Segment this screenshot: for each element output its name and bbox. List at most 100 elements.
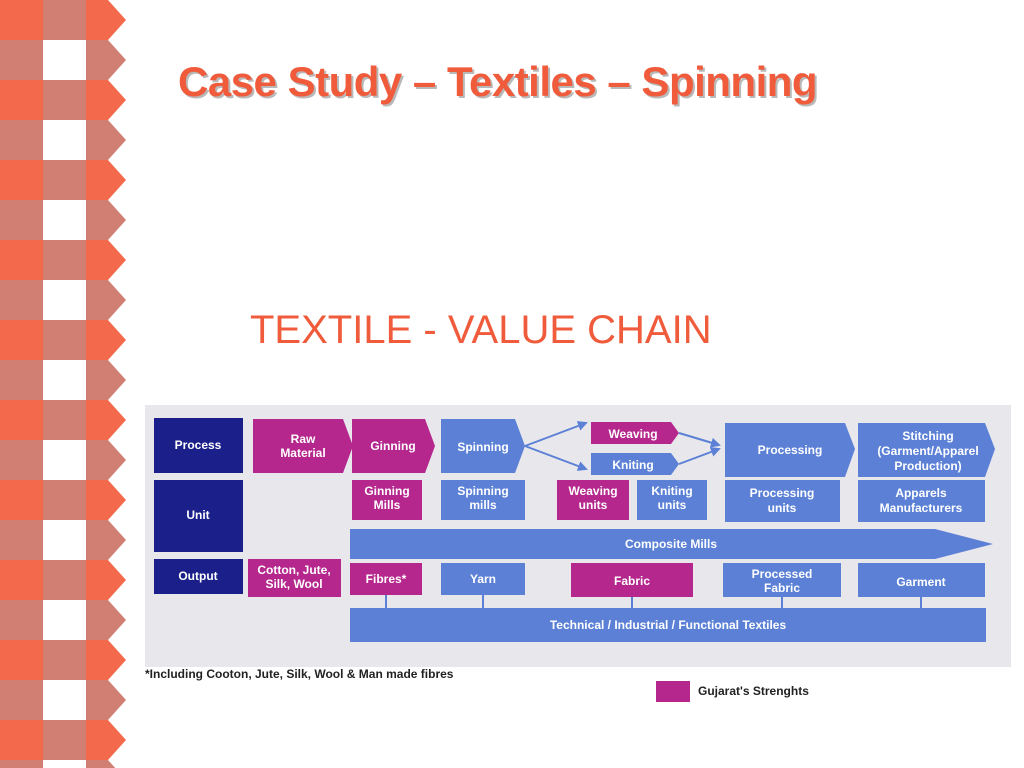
border-tile — [43, 440, 86, 480]
yarn-label: Yarn — [470, 572, 496, 586]
spinning-label: Spinning — [457, 440, 508, 454]
border-zigzag — [108, 400, 126, 440]
border-tile — [0, 160, 43, 200]
spinning-mills-unit — [441, 480, 525, 520]
border-tile — [0, 680, 43, 720]
border-zigzag — [108, 640, 126, 680]
border-tile — [0, 760, 43, 768]
raw-material-line-2: Material — [280, 446, 325, 460]
border-tile — [86, 200, 108, 240]
border-tile — [43, 600, 86, 640]
border-tile — [0, 40, 43, 80]
spinning-mills-line-2: mills — [469, 498, 497, 512]
ginning-process — [352, 419, 435, 473]
border-zigzag — [108, 200, 126, 240]
kniting-process — [591, 453, 679, 475]
border-tile — [43, 160, 86, 200]
ginning-mills-line-2: Mills — [374, 498, 401, 512]
border-tile — [86, 280, 108, 320]
weaving-units-unit — [557, 480, 629, 520]
unit-row-label — [154, 480, 243, 552]
legend-swatch — [656, 681, 690, 702]
border-tile — [86, 760, 108, 768]
apparels-unit — [858, 480, 985, 522]
border-tile — [86, 400, 108, 440]
ginning-mills-line-1: Ginning — [364, 484, 409, 498]
border-tile — [43, 520, 86, 560]
kniting-units-unit — [637, 480, 707, 520]
weaving-units-line-1: Weaving — [568, 484, 617, 498]
border-tile — [0, 320, 43, 360]
footnote: *Including Cooton, Jute, Silk, Wool & Ma… — [145, 667, 454, 681]
raw-output-line-1: Cotton, Jute, — [257, 563, 330, 577]
border-tile — [43, 40, 86, 80]
border-tile — [0, 520, 43, 560]
border-tile — [43, 680, 86, 720]
border-tile — [0, 400, 43, 440]
processing-process — [725, 423, 855, 477]
technical-textiles-bar — [350, 608, 986, 642]
border-tile — [43, 360, 86, 400]
border-tile — [86, 600, 108, 640]
output-row-label-text: Output — [178, 569, 217, 583]
garment-output — [858, 563, 985, 597]
border-tile — [43, 120, 86, 160]
border-zigzag — [108, 760, 116, 768]
weaving-process — [591, 422, 679, 444]
border-zigzag — [108, 120, 126, 160]
apparels-line-1: Apparels — [895, 486, 947, 500]
border-zigzag — [108, 440, 126, 480]
processed-fabric-line-2: Fabric — [764, 581, 800, 595]
weaving-label: Weaving — [608, 427, 657, 441]
border-zigzag — [108, 0, 126, 40]
processing-label: Processing — [758, 443, 823, 457]
border-tile — [0, 720, 43, 760]
kniting-units-line-1: Kniting — [651, 484, 692, 498]
border-tile — [43, 480, 86, 520]
border-tile — [0, 0, 43, 40]
raw-material-process — [253, 419, 353, 473]
border-tile — [86, 320, 108, 360]
slide-title: Case Study – Textiles – Spinning — [178, 58, 818, 105]
composite-mills-bar — [350, 529, 993, 559]
technical-textiles-label: Technical / Industrial / Functional Text… — [550, 618, 787, 632]
border-tile — [0, 120, 43, 160]
border-zigzag — [108, 320, 126, 360]
processing-units-line-2: units — [768, 501, 797, 515]
ginning-label: Ginning — [370, 439, 415, 453]
processed-fabric-line-1: Processed — [752, 567, 813, 581]
border-tile — [86, 720, 108, 760]
stitching-process — [858, 423, 995, 477]
spinning-mills-line-1: Spinning — [457, 484, 508, 498]
unit-row-label-text: Unit — [186, 508, 209, 522]
stitching-line-3: Production) — [894, 459, 961, 473]
apparels-line-2: Manufacturers — [880, 501, 963, 515]
raw-output — [248, 559, 341, 597]
border-tile — [0, 80, 43, 120]
border-zigzag — [108, 560, 126, 600]
border-tile — [43, 280, 86, 320]
arrow-to-weaving — [524, 421, 588, 447]
value-chain-diagram: Process Unit Output Raw Material Ginning… — [145, 405, 1011, 667]
border-zigzag — [108, 520, 126, 560]
border-zigzag — [108, 360, 126, 400]
border-tile — [86, 80, 108, 120]
process-row-label-text: Process — [175, 438, 222, 452]
border-tile — [86, 40, 108, 80]
border-tile — [86, 560, 108, 600]
processing-units-line-1: Processing — [750, 486, 815, 500]
border-tile — [0, 560, 43, 600]
arrow-to-kniting — [524, 445, 588, 471]
border-tile — [43, 560, 86, 600]
border-tile — [86, 640, 108, 680]
border-tile — [0, 600, 43, 640]
checkered-border — [0, 0, 126, 768]
border-tile — [0, 640, 43, 680]
output-row-label — [154, 559, 243, 594]
raw-output-line-2: Silk, Wool — [265, 577, 322, 591]
border-tile — [43, 640, 86, 680]
border-tile — [86, 520, 108, 560]
output-connectors — [385, 595, 922, 608]
fabric-label: Fabric — [614, 574, 650, 588]
border-tile — [43, 320, 86, 360]
